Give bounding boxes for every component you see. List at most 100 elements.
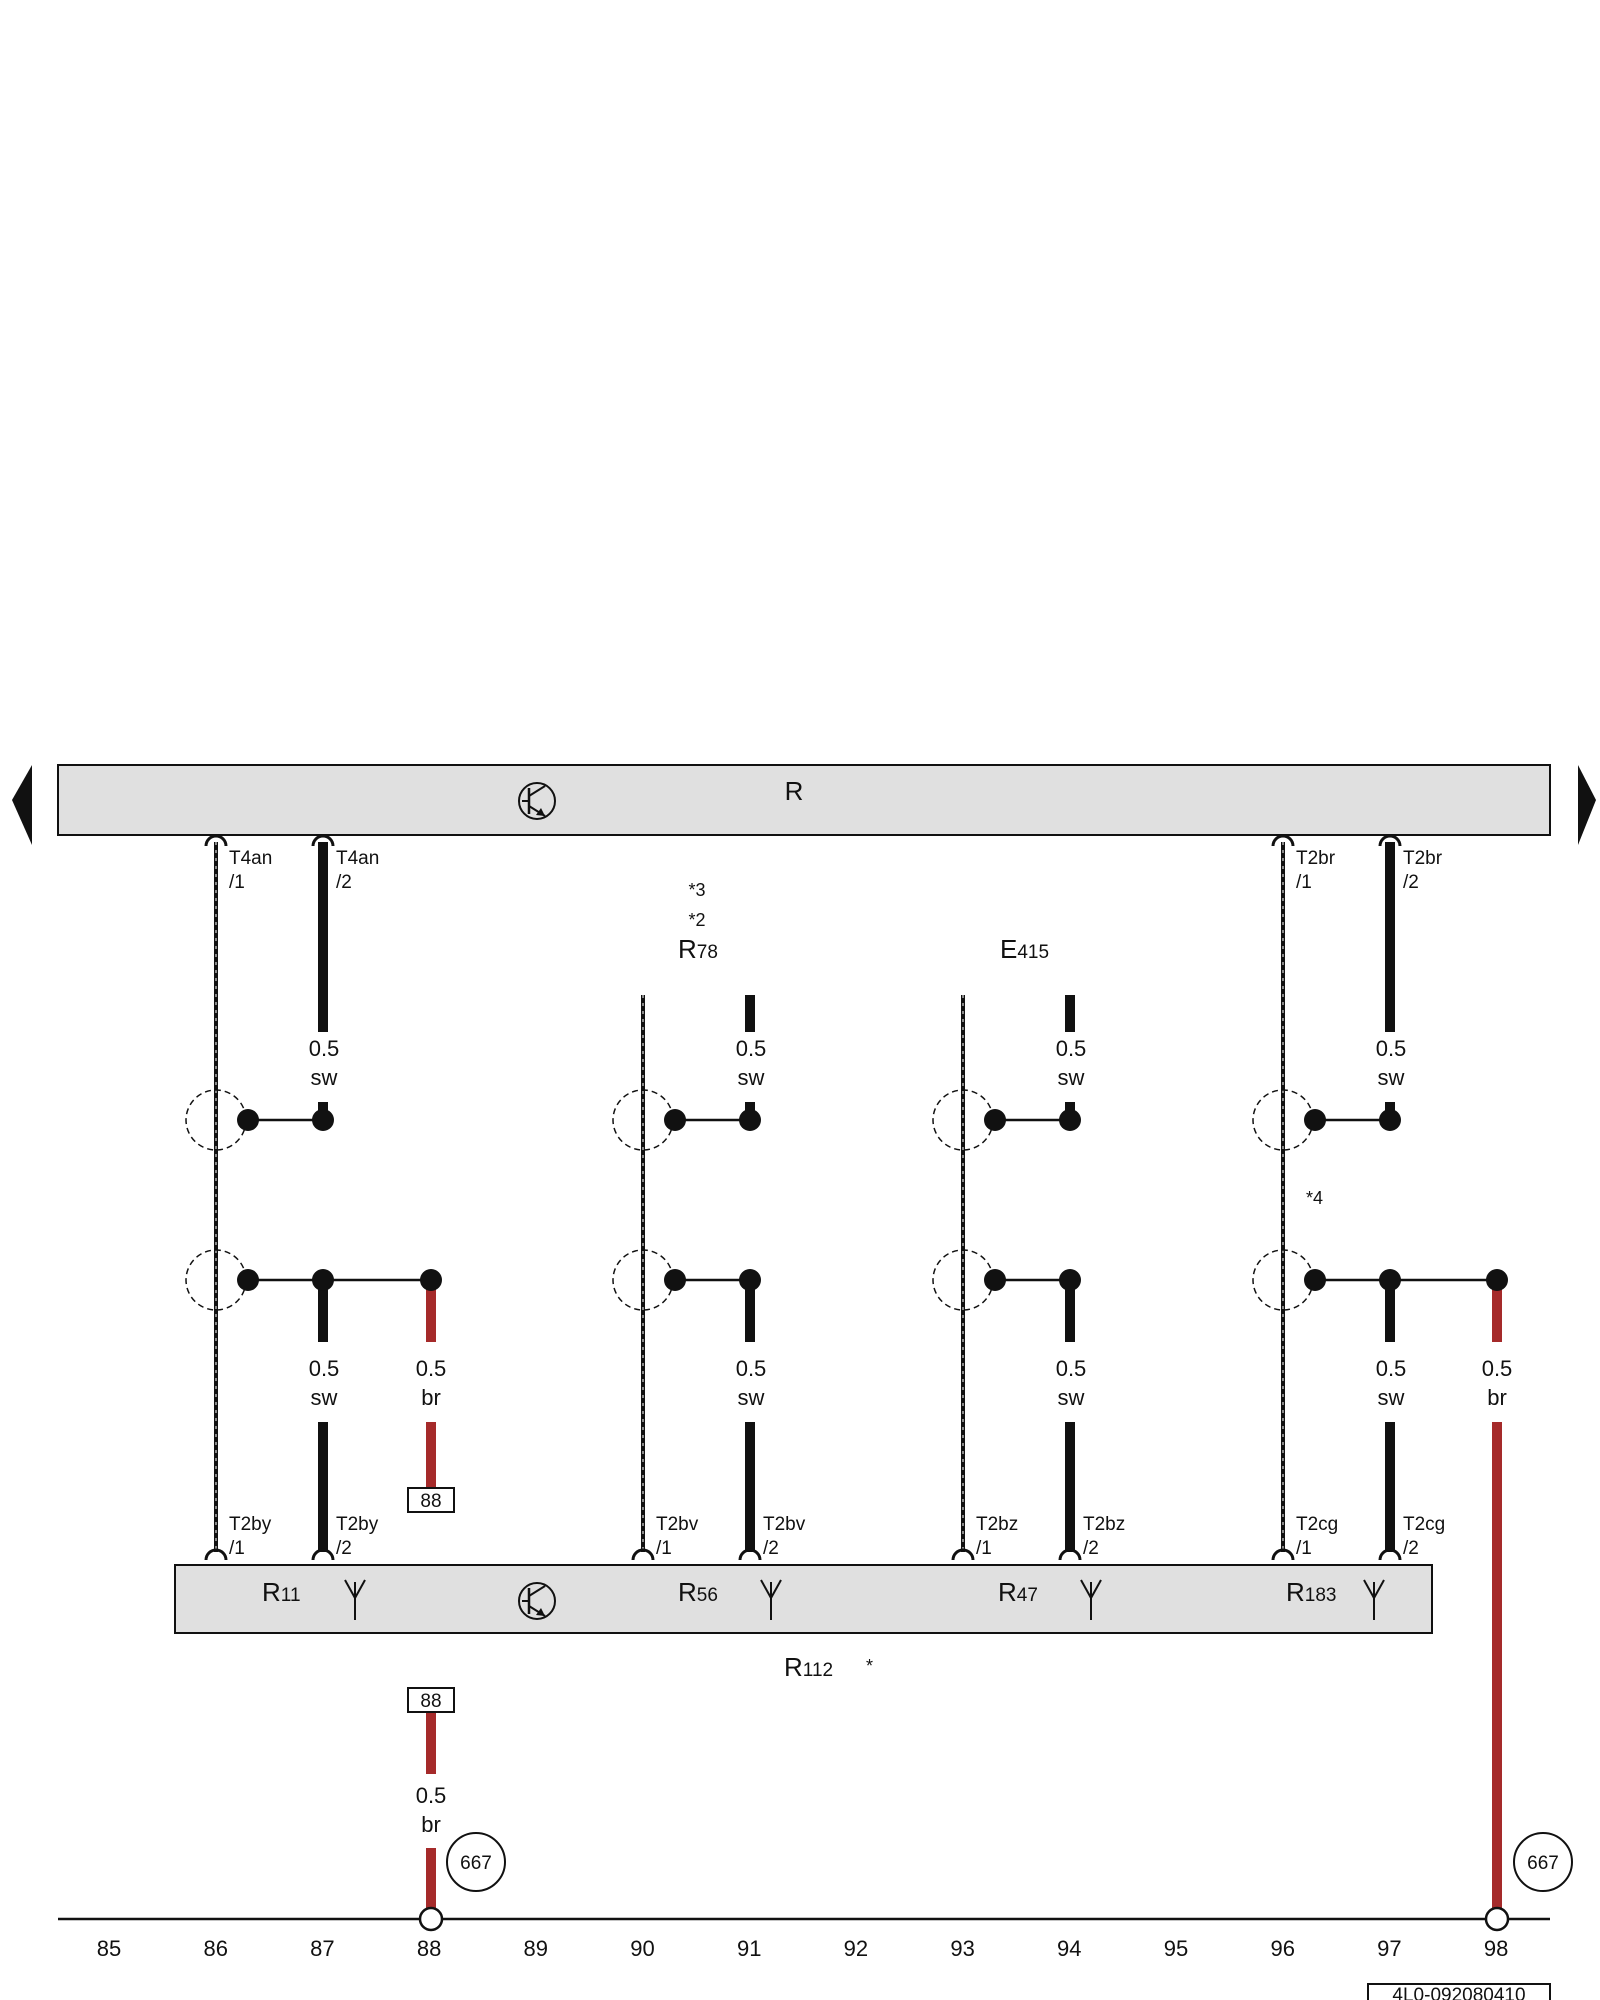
connector-pin: /1 — [229, 1538, 245, 1559]
connector-label: T4an — [336, 848, 379, 869]
column-number: 86 — [203, 1936, 227, 1961]
wire-size-label: 0.5 — [309, 1036, 340, 1061]
document-id-box: 4L0-092080410 — [1367, 1983, 1551, 2000]
wire-size-label: 0.5 — [736, 1036, 767, 1061]
shield-splice — [1252, 1089, 1401, 1151]
wire-color-label: br — [421, 1812, 441, 1837]
page-prev-arrow[interactable] — [12, 765, 32, 845]
svg-text:88: 88 — [420, 1691, 441, 1712]
wire-size-label: 0.5 — [1376, 1036, 1407, 1061]
column-number: 92 — [844, 1936, 868, 1961]
ground-reference-icon[interactable]: 667 — [1513, 1832, 1573, 1892]
component-r112-housing — [174, 1564, 1433, 1634]
connector-label: T2br — [1296, 848, 1336, 869]
shield-splice — [932, 1089, 1081, 1151]
footnote-4: *4 — [1306, 1188, 1323, 1208]
column-number: 89 — [524, 1936, 548, 1961]
connector-pin-icon — [631, 1548, 655, 1561]
connector-pin: /2 — [1083, 1538, 1099, 1559]
footnote-2: *2 — [688, 910, 705, 930]
connector-pin: /2 — [336, 1538, 352, 1559]
wire-segment — [318, 1422, 328, 1552]
wire-segment — [318, 842, 328, 1032]
connector-pin-icon — [951, 1548, 975, 1561]
connector-label: T2br — [1403, 848, 1443, 869]
document-id: 4L0-092080410 — [1392, 1985, 1525, 2000]
ground-reference-icon[interactable]: 667 — [446, 1832, 506, 1892]
wire-size-label: 0.5 — [309, 1356, 340, 1381]
column-number: 98 — [1484, 1936, 1508, 1961]
component-r-label: R — [785, 776, 804, 806]
connector-label: T2by — [336, 1514, 379, 1535]
wire-segment-brown — [426, 1848, 436, 1918]
wire-color-label: sw — [1058, 1385, 1085, 1410]
connector-pin-icon — [311, 834, 335, 847]
wire-segment — [1385, 842, 1395, 1032]
connector-pin-icon — [204, 834, 228, 847]
connector-label: T2bv — [763, 1514, 806, 1535]
component-e415-label: E415 — [1000, 934, 1049, 964]
wire-color-label: sw — [311, 1065, 338, 1090]
wire-color-label: br — [1487, 1385, 1507, 1410]
wire-color-label: sw — [1378, 1065, 1405, 1090]
connector-label: T2bz — [976, 1514, 1018, 1535]
link-reference-box[interactable]: 88 — [407, 1487, 455, 1513]
wire-color-label: sw — [1058, 1065, 1085, 1090]
wire-size-label: 0.5 — [416, 1356, 447, 1381]
wire-size-label: 0.5 — [416, 1783, 447, 1808]
wire-segment — [745, 1422, 755, 1552]
connector-label: T2bv — [656, 1514, 699, 1535]
wire-segment-brown — [1492, 1282, 1502, 1342]
wire-color-label: sw — [1378, 1385, 1405, 1410]
wire-segment — [1065, 995, 1075, 1032]
svg-text:667: 667 — [460, 1853, 492, 1874]
connector-pin-icon — [204, 1548, 228, 1561]
component-r56-label: R56 — [678, 1577, 718, 1607]
wire-size-label: 0.5 — [1056, 1356, 1087, 1381]
shield-splice — [1252, 1249, 1508, 1311]
connector-label: T2cg — [1296, 1514, 1338, 1535]
connector-pin: /2 — [336, 872, 352, 893]
wire-segment-brown — [1492, 1422, 1502, 1918]
antenna-icon — [1363, 1579, 1385, 1620]
wire-color-label: sw — [738, 1385, 765, 1410]
wire-segment-brown — [426, 1282, 436, 1342]
connector-pin: /2 — [1403, 872, 1419, 893]
connector-pin: /1 — [1296, 1538, 1312, 1559]
connector-label: T2bz — [1083, 1514, 1125, 1535]
connector-pin-icon — [311, 1548, 335, 1561]
column-number: 88 — [417, 1936, 441, 1961]
wire-segment — [318, 1282, 328, 1342]
component-r183-label: R183 — [1286, 1577, 1336, 1607]
ground-point — [1484, 1906, 1510, 1932]
antenna-icon — [760, 1579, 782, 1620]
link-reference-box[interactable]: 88 — [407, 1687, 455, 1713]
column-number: 96 — [1270, 1936, 1294, 1961]
component-r78-label: R78 — [678, 934, 718, 964]
connector-pin: /2 — [763, 1538, 779, 1559]
wire-segment-brown — [426, 1422, 436, 1488]
column-number: 90 — [630, 1936, 654, 1961]
r112-footnote: * — [866, 1656, 873, 1676]
column-number: 85 — [97, 1936, 121, 1961]
transistor-icon — [518, 782, 556, 820]
shield-splice — [932, 1249, 1081, 1311]
column-number: 95 — [1164, 1936, 1188, 1961]
page-next-arrow[interactable] — [1578, 765, 1596, 845]
column-number: 87 — [310, 1936, 334, 1961]
wire-size-label: 0.5 — [736, 1356, 767, 1381]
component-r47-label: R47 — [998, 1577, 1038, 1607]
component-r-housing — [57, 764, 1551, 836]
wire-size-label: 0.5 — [1376, 1356, 1407, 1381]
wire-color-label: sw — [738, 1065, 765, 1090]
wire-segment — [1385, 1422, 1395, 1552]
connector-label: T2by — [229, 1514, 272, 1535]
wire-segment — [1385, 1282, 1395, 1342]
connector-pin-icon — [1378, 834, 1402, 847]
wire-segment — [1065, 1422, 1075, 1552]
transistor-icon — [518, 1582, 556, 1620]
connector-pin: /1 — [656, 1538, 672, 1559]
shield-splice — [612, 1249, 761, 1311]
